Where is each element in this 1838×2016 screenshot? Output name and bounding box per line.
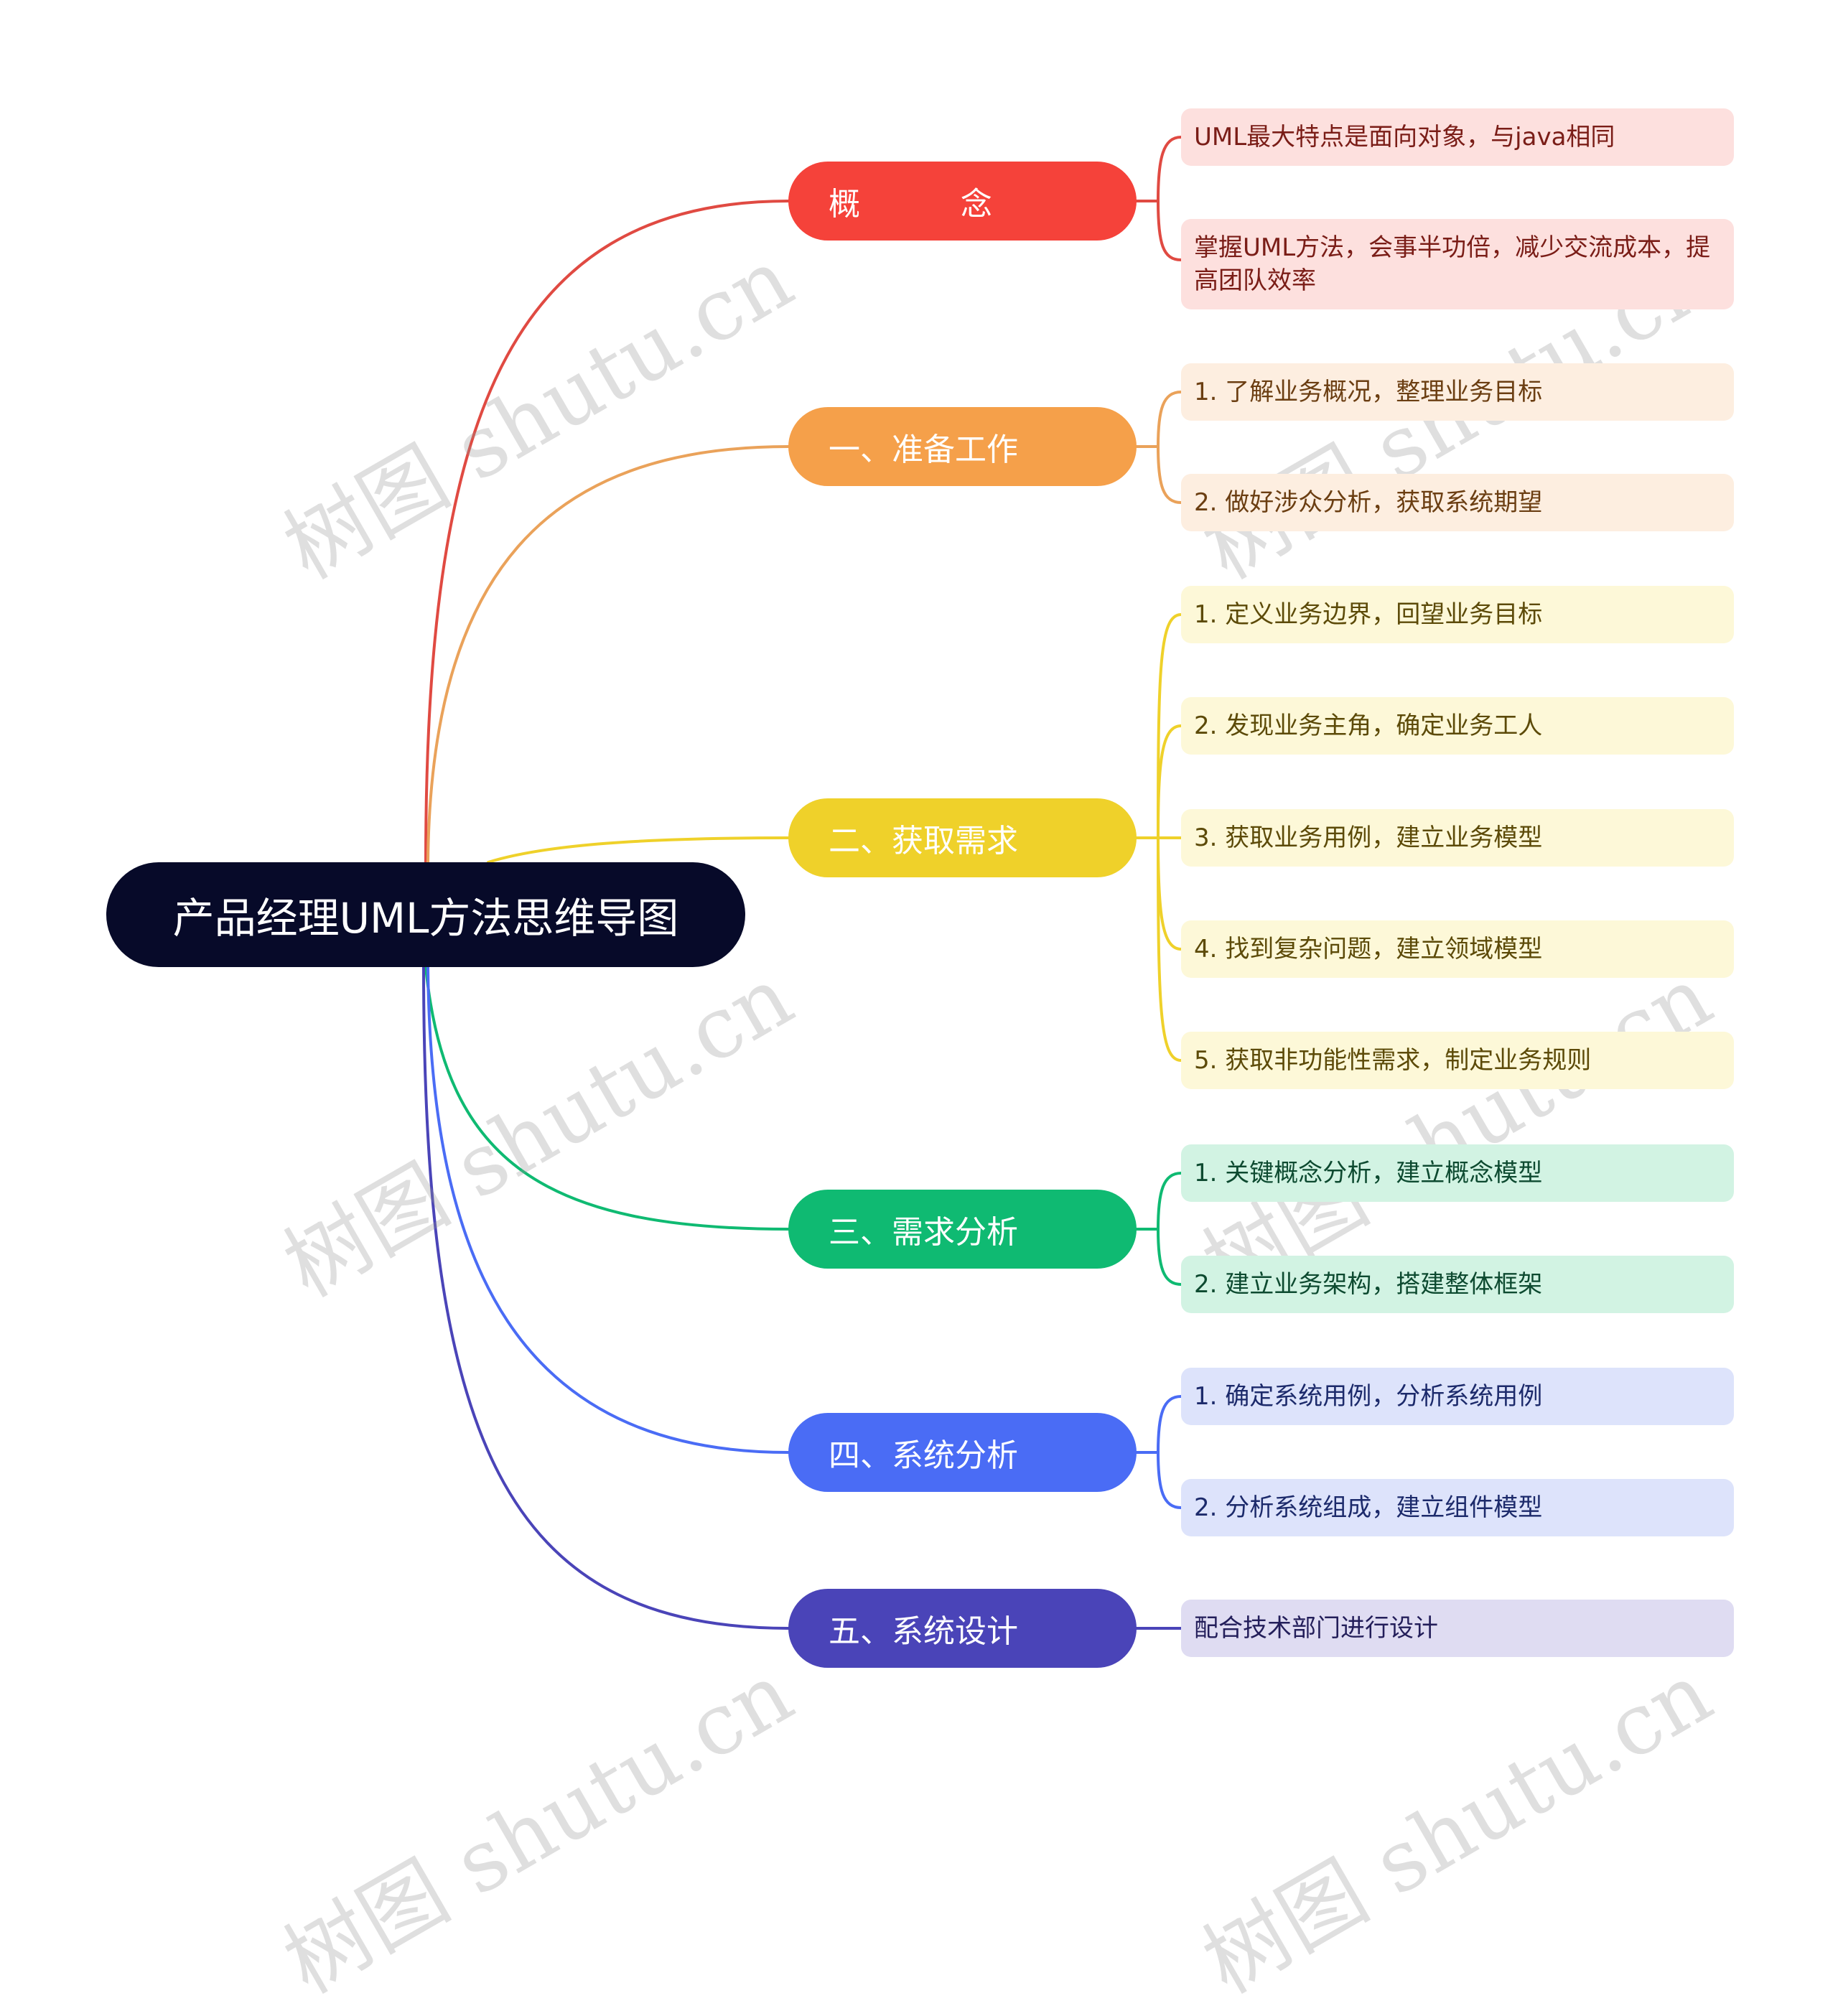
link-branch-4-leaf-0 xyxy=(1157,1395,1182,1454)
link-root-branch-3 xyxy=(424,966,790,1231)
leaf-text: UML最大特点是面向对象，与java相同 xyxy=(1194,123,1615,151)
branch-label: 二、获取需求 xyxy=(829,823,1018,859)
leaf-text: 2. 做好涉众分析，获取系统期望 xyxy=(1194,488,1543,517)
leaf-text: 3. 获取业务用例，建立业务模型 xyxy=(1194,823,1543,852)
link-branch-2-leaf-4 xyxy=(1157,836,1182,1062)
leaf-text: 4. 找到复杂问题，建立领域模型 xyxy=(1194,935,1543,963)
leaf-text: 2. 分析系统组成，建立组件模型 xyxy=(1194,1493,1543,1522)
link-root-branch-5 xyxy=(422,966,790,1630)
leaf-text: 2. 发现业务主角，确定业务工人 xyxy=(1194,711,1543,740)
leaf-text: 1. 关键概念分析，建立概念模型 xyxy=(1194,1159,1543,1187)
link-branch-4-leaf-1 xyxy=(1157,1451,1182,1509)
link-root-branch-4 xyxy=(426,966,790,1454)
branch-label: 一、准备工作 xyxy=(829,431,1018,468)
branch-node-requirement-analysis[interactable]: 三、需求分析 xyxy=(788,1190,1137,1269)
link-branch-2-leaf-1 xyxy=(1157,724,1182,839)
leaf-node[interactable]: 掌握UML方法，会事半功倍，减少交流成本，提高团队效率 xyxy=(1181,219,1734,309)
branch-label: 四、系统分析 xyxy=(829,1437,1018,1474)
link-branch-3-leaf-0 xyxy=(1157,1172,1182,1231)
leaf-node[interactable]: 1. 确定系统用例，分析系统用例 xyxy=(1181,1368,1734,1425)
link-branch-0-leaf-1 xyxy=(1157,200,1182,261)
root-title: 产品经理UML方法思维导图 xyxy=(172,894,679,943)
leaf-text: 1. 了解业务概况，整理业务目标 xyxy=(1194,378,1543,406)
link-root-branch-1 xyxy=(426,445,790,864)
leaf-node[interactable]: UML最大特点是面向对象，与java相同 xyxy=(1181,108,1734,166)
link-root-branch-0 xyxy=(424,200,790,864)
link-root-branch-2 xyxy=(487,836,790,864)
branch-node-requirements[interactable]: 二、获取需求 xyxy=(788,798,1137,877)
branch-node-preparation[interactable]: 一、准备工作 xyxy=(788,407,1137,486)
leaf-text: 1. 确定系统用例，分析系统用例 xyxy=(1194,1382,1543,1411)
link-branch-2-leaf-0 xyxy=(1157,613,1182,839)
leaf-node[interactable]: 3. 获取业务用例，建立业务模型 xyxy=(1181,809,1734,867)
branch-node-system-design[interactable]: 五、系统设计 xyxy=(788,1589,1137,1668)
leaf-node[interactable]: 配合技术部门进行设计 xyxy=(1181,1600,1734,1657)
leaf-node[interactable]: 1. 定义业务边界，回望业务目标 xyxy=(1181,586,1734,643)
branch-node-system-analysis[interactable]: 四、系统分析 xyxy=(788,1413,1137,1492)
leaf-node[interactable]: 2. 做好涉众分析，获取系统期望 xyxy=(1181,474,1734,531)
leaf-node[interactable]: 2. 建立业务架构，搭建整体框架 xyxy=(1181,1256,1734,1313)
connector-lines xyxy=(422,136,1182,1630)
leaf-text: 1. 定义业务边界，回望业务目标 xyxy=(1194,600,1543,629)
leaf-node[interactable]: 2. 发现业务主角，确定业务工人 xyxy=(1181,697,1734,755)
branch-label: 三、需求分析 xyxy=(829,1214,1018,1251)
link-branch-1-leaf-0 xyxy=(1157,391,1182,448)
leaf-node[interactable]: 5. 获取非功能性需求，制定业务规则 xyxy=(1181,1032,1734,1089)
leaf-node[interactable]: 1. 关键概念分析，建立概念模型 xyxy=(1181,1144,1734,1202)
leaf-text: 掌握UML方法，会事半功倍，减少交流成本，提高团队效率 xyxy=(1194,233,1711,295)
link-branch-2-leaf-3 xyxy=(1157,836,1182,951)
leaf-text: 5. 获取非功能性需求，制定业务规则 xyxy=(1194,1046,1592,1075)
branch-node-concept[interactable]: 概 念 xyxy=(788,162,1137,241)
branch-label: 五、系统设计 xyxy=(829,1613,1018,1650)
leaf-text: 配合技术部门进行设计 xyxy=(1194,1614,1438,1643)
leaf-node[interactable]: 1. 了解业务概况，整理业务目标 xyxy=(1181,363,1734,421)
branch-label: 概 念 xyxy=(829,186,992,223)
link-branch-3-leaf-1 xyxy=(1157,1228,1182,1286)
link-branch-0-leaf-0 xyxy=(1157,136,1182,202)
leaf-node[interactable]: 2. 分析系统组成，建立组件模型 xyxy=(1181,1479,1734,1536)
leaf-text: 2. 建立业务架构，搭建整体框架 xyxy=(1194,1270,1543,1299)
root-node[interactable]: 产品经理UML方法思维导图 xyxy=(106,862,745,967)
link-branch-1-leaf-1 xyxy=(1157,445,1182,504)
leaf-node[interactable]: 4. 找到复杂问题，建立领域模型 xyxy=(1181,920,1734,978)
